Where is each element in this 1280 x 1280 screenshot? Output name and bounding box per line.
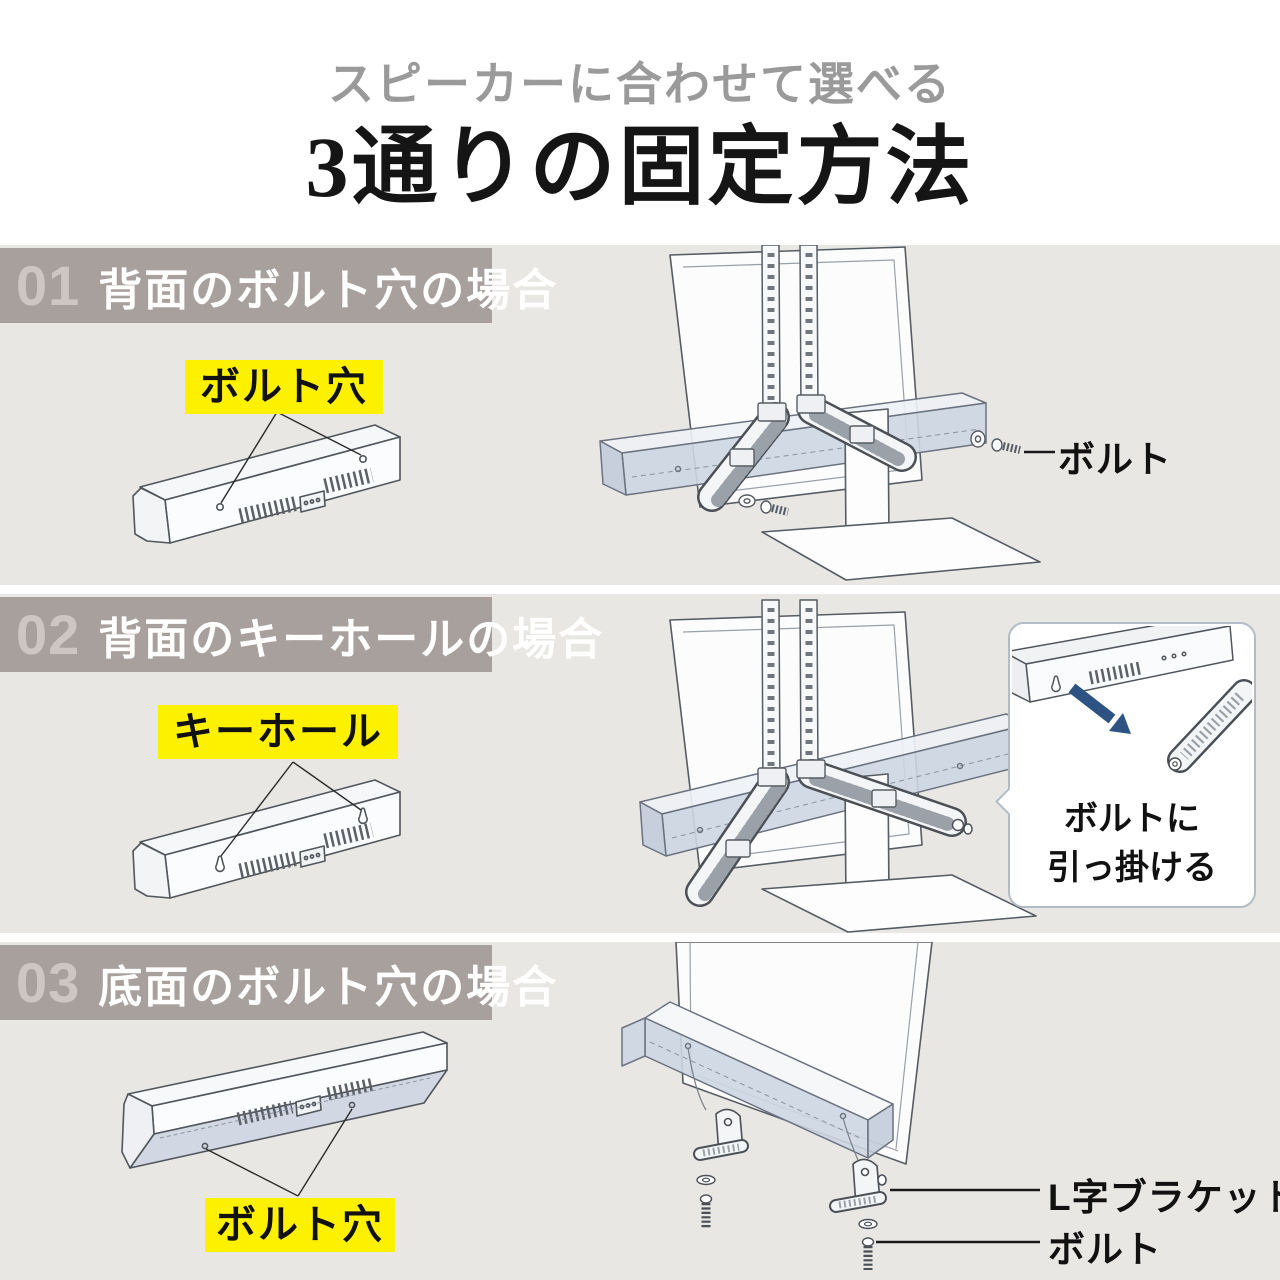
washer-bolt-illustration — [738, 430, 1021, 516]
keyhole-hook-illustration — [1012, 626, 1252, 773]
l-bracket-right-illustration — [829, 1158, 887, 1270]
section-back-bolt-hole: 01 背面のボルト穴の場合 — [0, 245, 1280, 585]
arm-clamps-illustration — [729, 394, 875, 467]
section1-number: 01 — [16, 254, 81, 317]
bolt-hole-label: ボルト穴 — [185, 360, 383, 414]
arm-clamps-illustration — [725, 759, 897, 858]
hook-on-bolt-inset: ボルトに 引っ掛ける — [995, 622, 1256, 908]
label-leader-lines — [220, 411, 362, 504]
keyhole-label: キーホール — [158, 705, 398, 759]
soundbar-bottom-illustration — [121, 1031, 448, 1169]
section2-illustration — [132, 599, 1037, 933]
bolt-callout-label: ボルト — [1058, 439, 1172, 480]
inset-caption: ボルトに 引っ掛ける — [1010, 795, 1254, 892]
section3-number: 03 — [16, 951, 81, 1014]
bolt-hole-label: ボルト穴 — [205, 1198, 395, 1252]
page-subtitle: スピーカーに合わせて選べる — [328, 58, 952, 110]
hook-bolt-illustration — [951, 818, 973, 835]
l-bracket-left-illustration — [693, 1108, 749, 1228]
section1-title: 背面のボルト穴の場合 — [98, 265, 559, 315]
inset-caption-line1: ボルトに — [1064, 800, 1200, 839]
section3-header-band: 03 底面のボルト穴の場合 — [0, 945, 556, 1020]
callout-leader-lines — [876, 1188, 1040, 1244]
section3-title: 底面のボルト穴の場合 — [98, 962, 559, 1012]
section2-number: 02 — [16, 603, 81, 666]
section2-header-band: 02 背面のキーホールの場合 — [0, 597, 602, 672]
bracket-end-illustration — [1167, 679, 1252, 773]
tv-stand-illustration — [761, 773, 1037, 933]
bolt-callout-label: ボルト — [1048, 1229, 1162, 1270]
l-bracket-callout-label: L字ブラケット — [1048, 1177, 1280, 1218]
inset-illustration-area — [1012, 626, 1252, 796]
inset-caption-line2: 引っ掛ける — [1047, 848, 1217, 887]
label-leader-lines — [220, 761, 362, 857]
mount-straps-illustration — [761, 245, 819, 425]
section-back-keyhole: 02 背面のキーホールの場合 — [0, 594, 1280, 933]
section2-title: 背面のキーホールの場合 — [98, 614, 605, 664]
section3-illustration — [121, 942, 1040, 1270]
soundbar-corner-illustration — [1012, 626, 1234, 703]
section1-header-band: 01 背面のボルト穴の場合 — [0, 248, 556, 323]
label-leader-lines — [205, 1108, 353, 1197]
section1-illustration — [132, 245, 1055, 581]
soundbar-back-illustration — [132, 424, 401, 544]
blue-arrow-icon — [1068, 683, 1131, 734]
soundbar-back-illustration — [132, 779, 401, 899]
section-bottom-bolt-hole: 03 底面のボルト穴の場合 — [0, 942, 1280, 1280]
guide-lines — [687, 1047, 859, 1161]
page-title: 3通りの固定方法 — [305, 119, 975, 215]
soundbar-tinted-illustration — [621, 1001, 894, 1159]
